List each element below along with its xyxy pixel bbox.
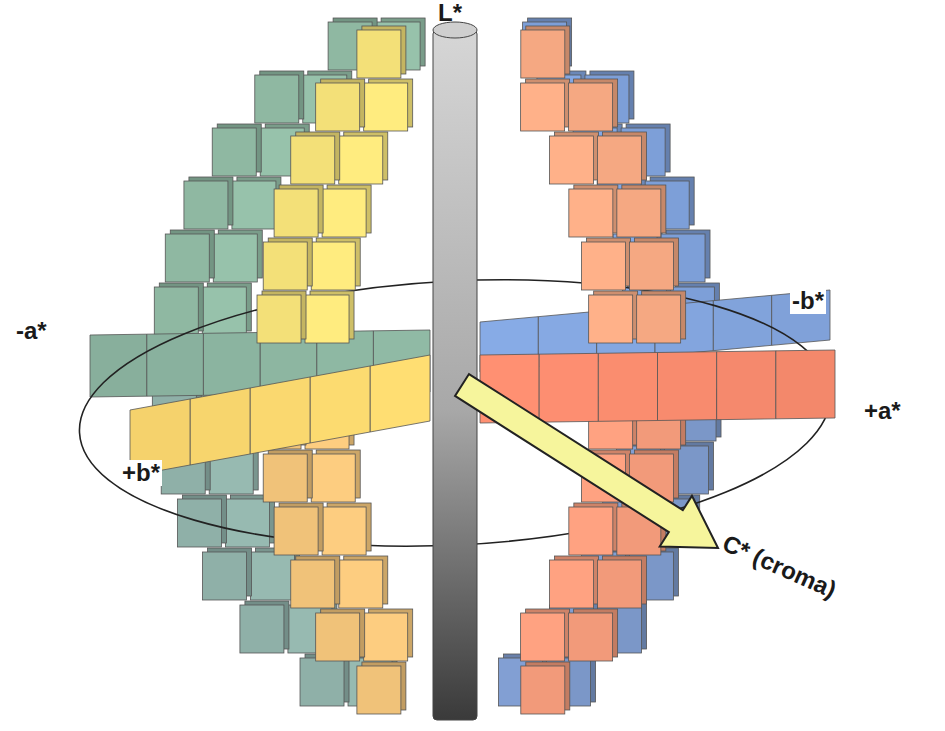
- yellow-fin-tile: [274, 507, 318, 555]
- green-fin-tile: [250, 552, 294, 600]
- yellow-band: [130, 355, 430, 476]
- green-fin-tile: [225, 499, 269, 547]
- yellow-fin-tile: [322, 189, 366, 237]
- axis-label: L*: [436, 0, 464, 26]
- green-fin-tile: [240, 605, 284, 653]
- yellow-fin-tile: [364, 613, 408, 661]
- green-fin-tile: [213, 234, 257, 282]
- yellow-fin-tile: [316, 613, 360, 661]
- axis-direction-label: +b*: [120, 460, 162, 486]
- green-fin-tile: [202, 552, 246, 600]
- green-band-tile: [203, 333, 260, 396]
- yellow-fin-tile: [339, 560, 383, 608]
- red-fin-tile: [521, 613, 565, 661]
- red-fin-tile: [629, 242, 673, 290]
- yellow-fin-tile: [263, 242, 307, 290]
- axis-direction-label: -b*: [790, 288, 826, 314]
- red-band-tile: [776, 350, 835, 419]
- green-fin-tile: [232, 181, 276, 229]
- yellow-fin-tile: [291, 560, 335, 608]
- red-fin-tile: [550, 136, 594, 184]
- yellow-fin-tile: [274, 189, 318, 237]
- yellow-band-tile: [370, 355, 430, 432]
- red-band-tile: [598, 353, 657, 422]
- yellow-fin-tile: [357, 30, 401, 78]
- red-fin-tile: [521, 30, 565, 78]
- yellow-fin-tile: [357, 666, 401, 714]
- red-fin-tile: [569, 83, 613, 131]
- red-fin-tile: [521, 666, 565, 714]
- green-fin-tile: [255, 75, 299, 123]
- green-fin-tile: [184, 181, 228, 229]
- red-band: [480, 350, 835, 423]
- red-fin-tile: [569, 613, 613, 661]
- red-fin-tile: [569, 189, 613, 237]
- red-fin-tile: [550, 560, 594, 608]
- red-band-tile: [658, 352, 717, 421]
- green-fin-tile: [212, 128, 256, 176]
- yellow-fin-tile: [305, 295, 349, 343]
- yellow-band-tile: [250, 377, 310, 454]
- chroma-label: C* (croma): [717, 529, 842, 604]
- green-fin-tile: [300, 658, 344, 706]
- green-band-tile: [147, 333, 204, 396]
- yellow-fin-tile: [263, 454, 307, 502]
- yellow-fin-tile: [291, 136, 335, 184]
- red-fin-tile: [598, 560, 642, 608]
- yellow-fin-tile: [364, 83, 408, 131]
- red-fin-tile: [589, 295, 633, 343]
- yellow-band-tile: [310, 366, 370, 443]
- yellow-fin-tile: [322, 507, 366, 555]
- green-fin-tile: [202, 287, 246, 335]
- red-fin-tile: [598, 136, 642, 184]
- yellow-fin-tile: [311, 242, 355, 290]
- red-fin-tile: [637, 295, 681, 343]
- green-fin-tile: [177, 499, 221, 547]
- red-fin-tile: [569, 507, 613, 555]
- red-fin-tile: [521, 83, 565, 131]
- red-fin-tile: [617, 189, 661, 237]
- yellow-band-tile: [190, 388, 250, 465]
- yellow-fin-tile: [311, 454, 355, 502]
- green-fin-tile: [154, 287, 198, 335]
- red-band-tile: [539, 353, 598, 422]
- red-fin-tile: [581, 242, 625, 290]
- yellow-fin-tile: [316, 83, 360, 131]
- red-band-tile: [717, 351, 776, 420]
- chroma-arrow: [455, 374, 718, 548]
- axis-direction-label: +a*: [862, 398, 903, 424]
- yellow-fin-tile: [339, 136, 383, 184]
- axis-direction-label: -a*: [14, 318, 49, 344]
- green-fin-tile: [165, 234, 209, 282]
- yellow-fin-tile: [257, 295, 301, 343]
